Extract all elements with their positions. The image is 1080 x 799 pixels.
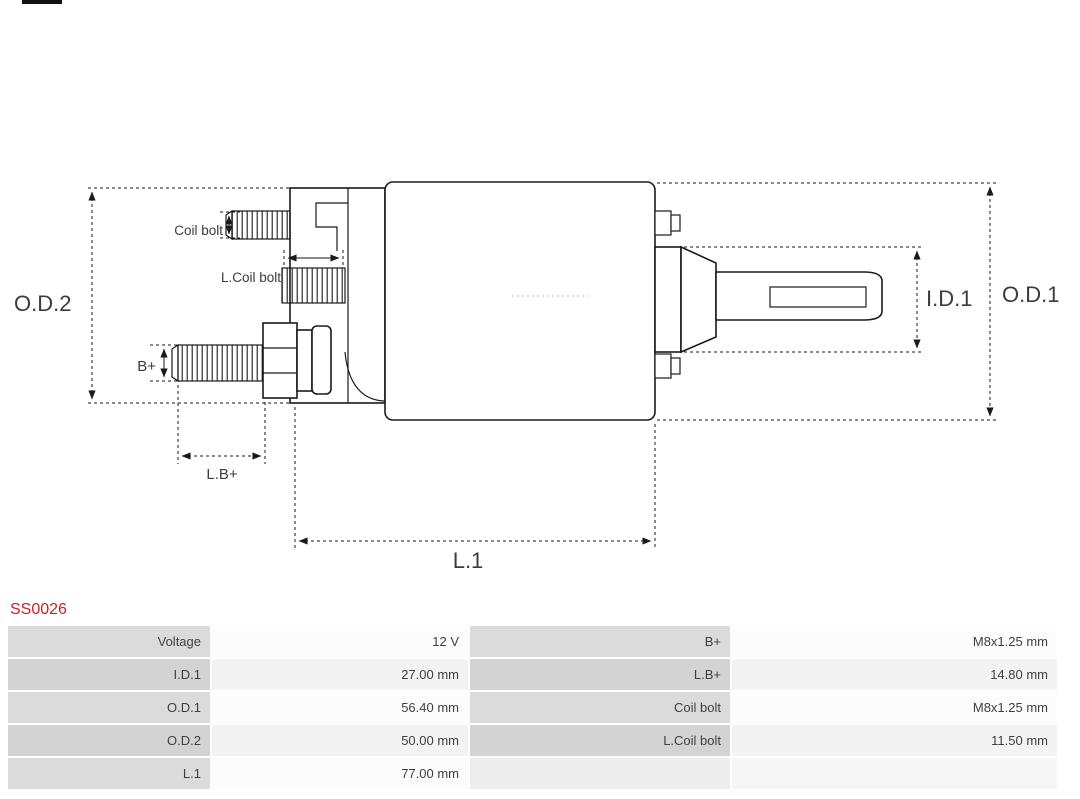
spec-label: B+ — [470, 626, 730, 657]
b-plus-label: B+ — [137, 358, 156, 375]
terminal-tab-top — [654, 210, 681, 236]
spec-label: O.D.1 — [8, 692, 210, 723]
spec-label: Voltage — [8, 626, 210, 657]
bracket-step — [315, 202, 348, 251]
spec-value: 50.00 mm — [212, 725, 468, 756]
dimension-od1: O.D.1 — [657, 182, 1059, 421]
dimension-id1: I.D.1 — [684, 246, 972, 353]
terminal-tab-bottom — [654, 353, 681, 379]
plunger-assembly — [654, 245, 883, 354]
dimension-lb-plus: L.B+ — [177, 385, 266, 483]
spec-label: O.D.2 — [8, 725, 210, 756]
spec-label: L.B+ — [470, 659, 730, 690]
spec-label: I.D.1 — [8, 659, 210, 690]
spec-value: 56.40 mm — [212, 692, 468, 723]
solenoid-body — [384, 181, 656, 421]
b-plus-spacer — [311, 325, 332, 395]
bracket-gusset — [344, 351, 387, 402]
plunger-cone — [680, 245, 717, 354]
spec-label: L.Coil bolt — [470, 725, 730, 756]
spec-value: M8x1.25 mm — [732, 692, 1057, 723]
dimension-od2: O.D.2 — [14, 187, 292, 404]
plunger-collar — [654, 246, 682, 353]
spec-value: 27.00 mm — [212, 659, 468, 690]
spec-value: 77.00 mm — [212, 758, 468, 789]
l1-label: L.1 — [453, 548, 484, 573]
b-plus-stud — [171, 343, 264, 383]
spec-table: Voltage 12 V B+ M8x1.25 mm I.D.1 27.00 m… — [8, 626, 1057, 789]
dimension-l-coil-bolt: L.Coil bolt — [221, 250, 344, 285]
solenoid-diagram-svg: O.D.2 O.D.1 I.D.1 L.1 L.B+ — [14, 181, 1059, 573]
spec-value: M8x1.25 mm — [732, 626, 1057, 657]
spec-label: Coil bolt — [470, 692, 730, 723]
od2-label: O.D.2 — [14, 291, 71, 316]
spec-label — [470, 758, 730, 789]
part-number: SS0026 — [10, 601, 67, 618]
spec-value: 12 V — [212, 626, 468, 657]
technical-diagram: O.D.2 O.D.1 I.D.1 L.1 L.B+ — [14, 181, 1059, 573]
coil-thread-block — [281, 267, 346, 304]
spec-value — [732, 758, 1057, 789]
spec-label: L.1 — [8, 758, 210, 789]
top-edge-mark — [22, 0, 62, 4]
b-plus-nut — [262, 322, 332, 399]
coil-bolt-stud — [225, 209, 291, 241]
id1-label: I.D.1 — [926, 286, 972, 311]
dimension-l1: L.1 — [294, 407, 656, 573]
b-plus-washer — [296, 329, 313, 392]
spec-value: 11.50 mm — [732, 725, 1057, 756]
dimension-b-plus: B+ — [137, 344, 180, 382]
plunger-rod-slot — [769, 286, 867, 308]
coil-bolt-label: Coil bolt — [174, 223, 223, 238]
od1-label: O.D.1 — [1002, 282, 1059, 307]
l-coil-bolt-label: L.Coil bolt — [221, 270, 281, 285]
dimension-coil-bolt: Coil bolt — [174, 211, 240, 239]
lb-plus-label: L.B+ — [206, 466, 238, 483]
spec-value: 14.80 mm — [732, 659, 1057, 690]
